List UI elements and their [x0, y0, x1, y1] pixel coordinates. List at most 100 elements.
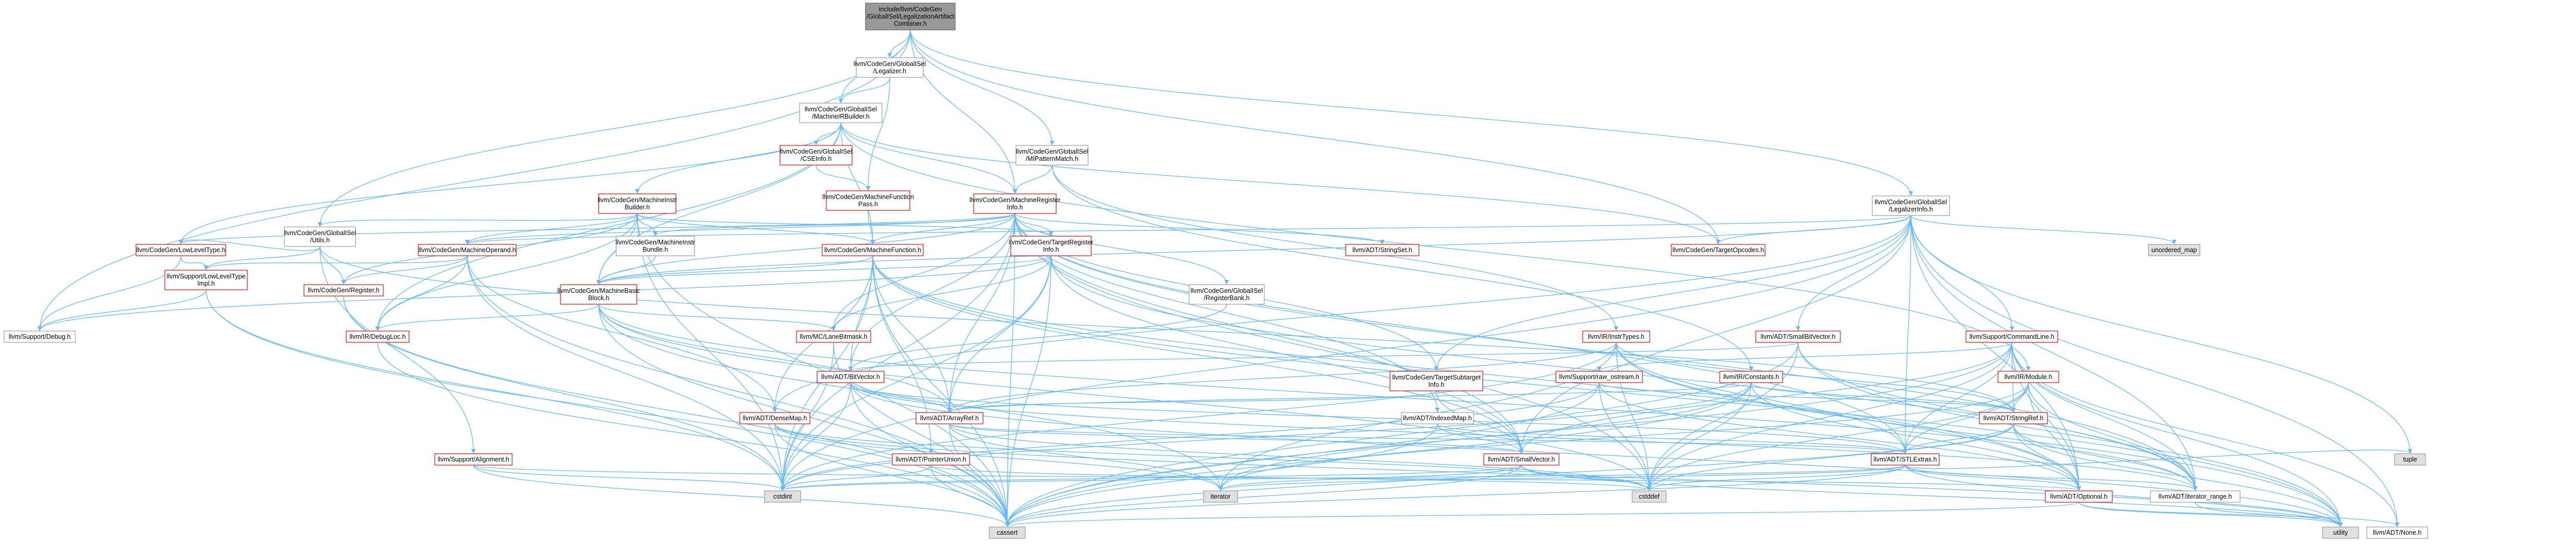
- node-register[interactable]: llvm/CodeGen/Register.h: [303, 284, 384, 296]
- node-regbank[interactable]: llvm/CodeGen/GlobalISel/RegisterBank.h: [1189, 284, 1265, 305]
- edge-smallbitvector-to-bitvector: [848, 342, 1799, 371]
- node-rawostream[interactable]: llvm/Support/raw_ostream.h: [1555, 371, 1643, 383]
- edge-giutils-to-register: [319, 246, 346, 285]
- edge-mri-to-stlextras: [1014, 213, 1908, 454]
- edge-stlextras-to-iterator: [1218, 465, 1906, 491]
- edge-smallbitvector-to-cstddef: [1647, 342, 1799, 491]
- node-alignment[interactable]: llvm/Support/Alignment.h: [434, 453, 513, 466]
- node-mop-label-0: llvm/CodeGen/MachineOperand.h: [419, 246, 516, 254]
- node-opcodes[interactable]: llvm/CodeGen/TargetOpcodes.h: [1671, 244, 1766, 256]
- node-umap[interactable]: unordered_map: [2148, 244, 2200, 256]
- node-debugloc[interactable]: llvm/IR/DebugLoc.h: [346, 331, 410, 343]
- edge-cmdline-to-stlextras: [1903, 342, 2012, 454]
- node-legalizer[interactable]: llvm/CodeGen/GlobalISel/Legalizer.h: [854, 57, 926, 78]
- edge-optional-to-none: [2078, 502, 2400, 527]
- edge-irmodule-to-iterrange: [2028, 382, 2198, 491]
- edge-tri-to-lanebitmask: [831, 255, 1052, 331]
- node-smallbitvector[interactable]: llvm/ADT/SmallBitVector.h: [1755, 331, 1841, 343]
- edge-stlextras-to-cstdint: [781, 465, 1906, 491]
- edge-constants-to-cassert: [1005, 382, 1752, 527]
- node-cassert[interactable]: cassert: [989, 526, 1026, 539]
- edge-giutils-to-cglowlevel: [178, 239, 320, 251]
- node-umap-box: [2148, 244, 2200, 256]
- node-tsi-label-1: Info.h: [1428, 381, 1444, 388]
- node-cstdint[interactable]: cstdint: [764, 490, 801, 503]
- edge-stlextras-to-cstddef: [1647, 465, 1906, 491]
- node-lanebitmask[interactable]: llvm/MC/LaneBitmask.h: [796, 331, 871, 343]
- node-legalizerinfo-box: [1872, 195, 1950, 216]
- node-mbb-label-0: llvm/CodeGen/MachineBasic: [557, 287, 640, 294]
- node-root-box: [865, 3, 956, 30]
- node-indexedmap[interactable]: llvm/ADT/IndexedMap.h: [1401, 412, 1474, 424]
- node-none[interactable]: llvm/ADT/None.h: [2366, 526, 2428, 539]
- edge-mri-to-cstddef: [1014, 213, 1652, 491]
- node-mf[interactable]: llvm/CodeGen/MachineFunction.h: [822, 244, 924, 256]
- node-cstddef-label-0: cstddef: [1639, 493, 1660, 500]
- node-constants[interactable]: llvm/IR/Constants.h: [1719, 371, 1783, 383]
- node-legalizerinfo[interactable]: llvm/CodeGen/GlobalISel/LegalizerInfo.h: [1872, 195, 1950, 216]
- node-cstddef[interactable]: cstddef: [1632, 490, 1667, 503]
- edge-bitvector-to-iterrange: [850, 382, 2198, 491]
- node-densemap[interactable]: llvm/ADT/DenseMap.h: [739, 412, 810, 424]
- edge-mibuilder-to-giutils: [317, 213, 638, 227]
- node-instrtypes[interactable]: llvm/IR/InstrTypes.h: [1582, 331, 1650, 343]
- node-root-label-0: include/llvm/CodeGen: [879, 6, 942, 13]
- node-mib[interactable]: llvm/CodeGen/GlobalISel/MachineIRBuilder…: [799, 103, 883, 123]
- node-giutils[interactable]: llvm/CodeGen/GlobalISel/Utils.h: [284, 226, 356, 247]
- edge-optional-to-utility: [2078, 502, 2343, 527]
- edge-regbank-to-bitvector: [848, 304, 1227, 371]
- node-irmodule-box: [1997, 371, 2059, 383]
- node-cglowlevel[interactable]: llvm/CodeGen/LowLevelType.h: [135, 244, 226, 256]
- node-utility[interactable]: utility: [2322, 526, 2359, 539]
- edge-mbb-to-debugloc: [375, 304, 599, 331]
- node-stlextras[interactable]: llvm/ADT/STLExtras.h: [1871, 453, 1940, 466]
- node-pointerunion[interactable]: llvm/ADT/PointerUnion.h: [892, 453, 970, 466]
- node-root[interactable]: include/llvm/CodeGen/GlobalISel/Legaliza…: [865, 3, 956, 30]
- node-bitvector[interactable]: llvm/ADT/BitVector.h: [817, 371, 885, 383]
- edge-pointerunion-to-cassert: [930, 465, 1010, 527]
- node-irmodule[interactable]: llvm/IR/Module.h: [1997, 371, 2059, 383]
- edge-indexedmap-to-smallvector: [1437, 423, 1524, 454]
- edge-mib-to-irmodule: [840, 122, 2031, 371]
- edge-suplowlevel-to-cassert: [206, 289, 1010, 527]
- node-debug[interactable]: llvm/Support/Debug.h: [4, 331, 76, 343]
- node-rawostream-label-0: llvm/Support/raw_ostream.h: [1559, 373, 1639, 381]
- edge-stringref-to-iterrange: [2013, 423, 2198, 491]
- node-mop[interactable]: llvm/CodeGen/MachineOperand.h: [418, 244, 517, 256]
- node-iterator[interactable]: iterator: [1203, 490, 1238, 503]
- node-iterrange[interactable]: llvm/ADT/iterator_range.h: [2150, 490, 2241, 503]
- node-arrayref[interactable]: llvm/ADT/ArrayRef.h: [916, 412, 984, 424]
- edge-legalizerinfo-to-optional: [1910, 215, 2081, 491]
- node-stringref[interactable]: llvm/ADT/StringRef.h: [1979, 412, 2048, 424]
- node-suplowlevel-label-1: Impl.h: [197, 280, 215, 287]
- node-suplowlevel-label-0: llvm/Support/LowLevelType: [167, 273, 246, 280]
- node-cmdline[interactable]: llvm/Support/CommandLine.h: [1965, 331, 2058, 343]
- node-smallvector[interactable]: llvm/ADT/SmallVector.h: [1483, 453, 1560, 466]
- node-stringset-box: [1345, 244, 1419, 256]
- node-regbank-label-1: /RegisterBank.h: [1204, 294, 1250, 302]
- node-optional-box: [2045, 490, 2113, 503]
- edge-cglowlevel-to-debug: [37, 255, 181, 331]
- node-mipattern[interactable]: llvm/CodeGen/GlobalISel/MIPatternMatch.h: [1015, 145, 1089, 166]
- node-cseinfo[interactable]: llvm/CodeGen/GlobalISel/CSEInfo.h: [779, 145, 853, 166]
- node-stringset[interactable]: llvm/ADT/StringSet.h: [1345, 244, 1419, 256]
- edge-mibuilder-to-mibundle: [637, 213, 658, 236]
- edge-bitvector-to-utility: [850, 382, 2343, 527]
- node-cstdint-box: [764, 490, 801, 503]
- node-optional[interactable]: llvm/ADT/Optional.h: [2045, 490, 2113, 503]
- edge-giutils-to-alignment: [319, 246, 476, 454]
- node-tuple[interactable]: tuple: [2394, 453, 2426, 466]
- edge-constants-to-iterator: [1218, 382, 1752, 491]
- node-legalizerinfo-label-0: llvm/CodeGen/GlobalISel: [1875, 199, 1947, 206]
- node-stlextras-label-0: llvm/ADT/STLExtras.h: [1874, 456, 1937, 463]
- node-irmodule-label-0: llvm/IR/Module.h: [2004, 373, 2052, 381]
- edge-mri-to-cglowlevel: [178, 213, 1015, 244]
